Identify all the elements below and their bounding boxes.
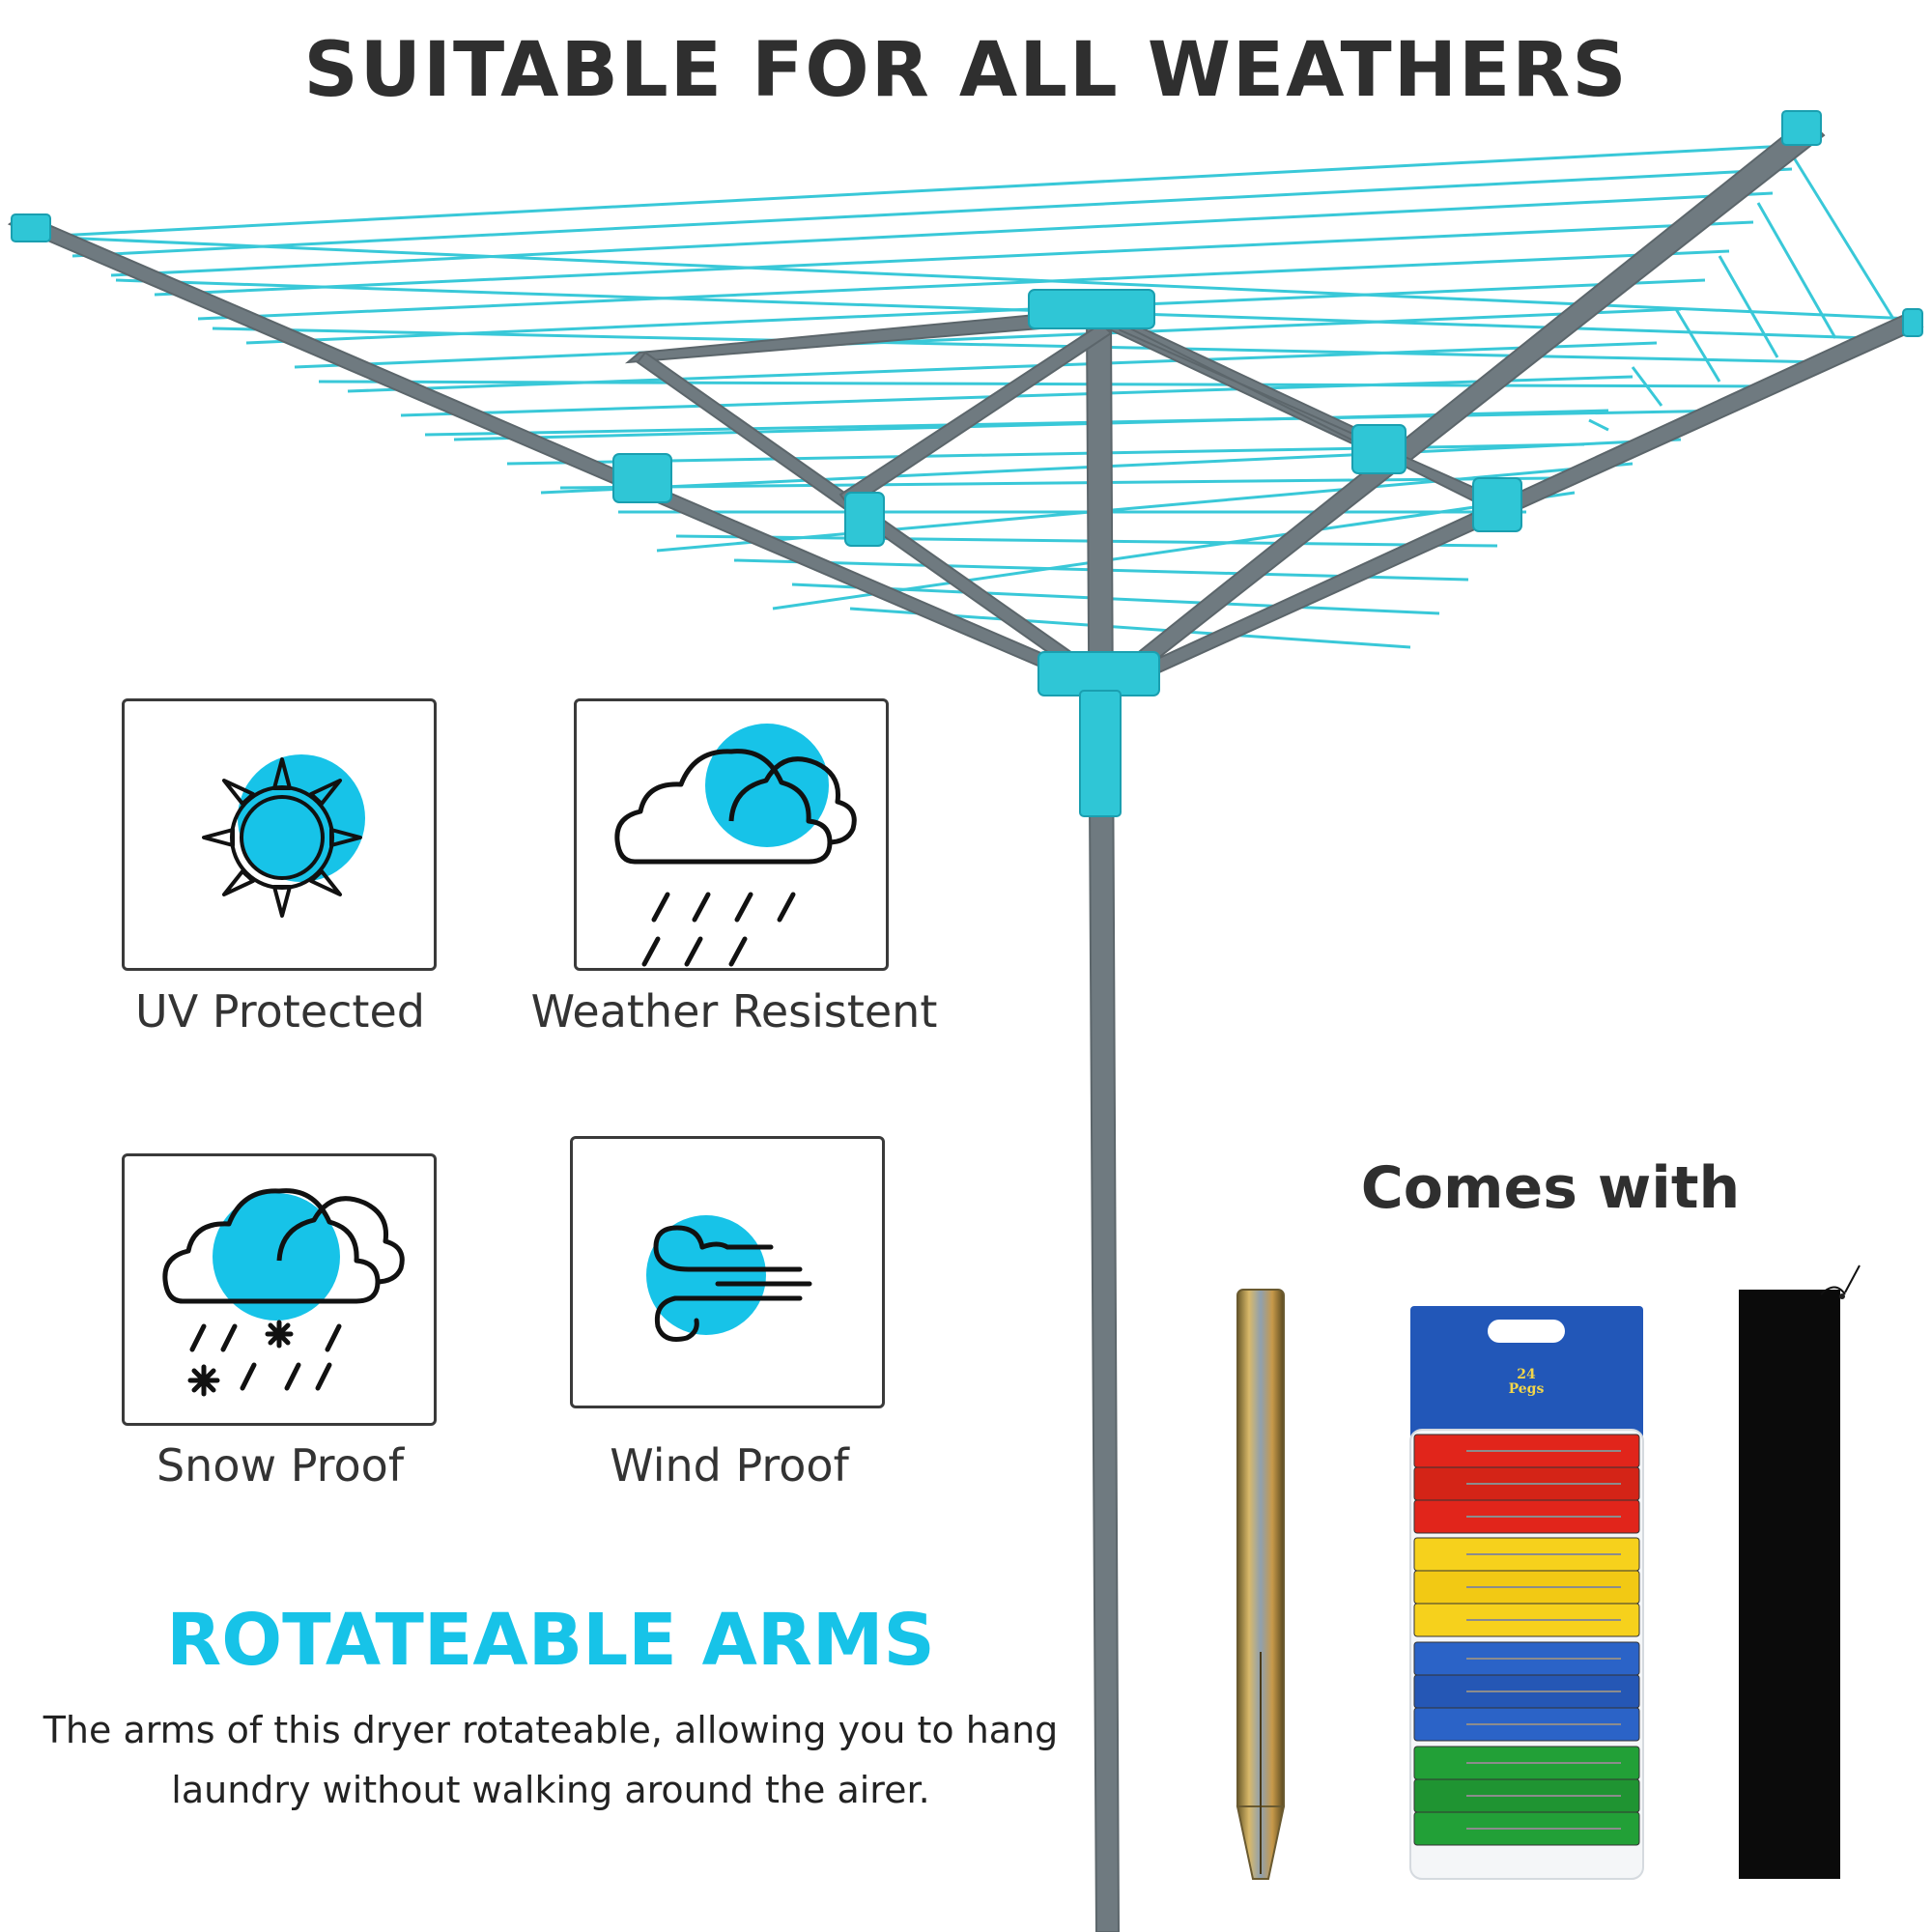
feature-label-uv-protected: UV Protected bbox=[135, 985, 425, 1037]
peg-pack-word: Pegs bbox=[1508, 1381, 1545, 1397]
feature-card-snow-proof bbox=[122, 1153, 437, 1426]
airer-hubs bbox=[11, 110, 1923, 817]
peg-pack-graphic bbox=[1409, 1306, 1644, 1880]
airer-lines bbox=[38, 143, 1914, 649]
storage-bag-icon bbox=[1739, 1264, 1861, 1879]
rotateable-arms-description: The arms of this dryer rotateable, allow… bbox=[0, 1700, 1101, 1820]
wind-icon bbox=[646, 1215, 812, 1342]
ground-spike-icon bbox=[1236, 1289, 1286, 1880]
rotateable-arms-line2: laundry without walking around the airer… bbox=[171, 1769, 930, 1811]
peg-pack-label: 24 Pegs bbox=[1497, 1368, 1555, 1397]
rotateable-arms-heading: ROTATEABLE ARMS bbox=[166, 1599, 935, 1682]
page-headline: SUITABLE FOR ALL WEATHERS bbox=[303, 27, 1629, 114]
feature-card-uv-protected bbox=[122, 698, 437, 971]
feature-label-snow-proof: Snow Proof bbox=[156, 1439, 405, 1492]
snow-cloud-icon bbox=[162, 1188, 405, 1397]
sun-icon bbox=[202, 754, 365, 918]
rotateable-arms-line1: The arms of this dryer rotateable, allow… bbox=[43, 1709, 1059, 1751]
feature-label-weather-resistent: Weather Resistent bbox=[530, 985, 938, 1037]
feature-card-weather-resistent bbox=[574, 698, 889, 971]
peg-pack-count: 24 bbox=[1517, 1367, 1536, 1382]
peg-pack-icon: 24 Pegs bbox=[1408, 1304, 1645, 1884]
feature-card-wind-proof bbox=[570, 1136, 885, 1408]
accessories-heading: Comes with bbox=[1360, 1154, 1741, 1222]
feature-label-wind-proof: Wind Proof bbox=[610, 1439, 849, 1492]
rain-cloud-icon bbox=[614, 724, 857, 967]
